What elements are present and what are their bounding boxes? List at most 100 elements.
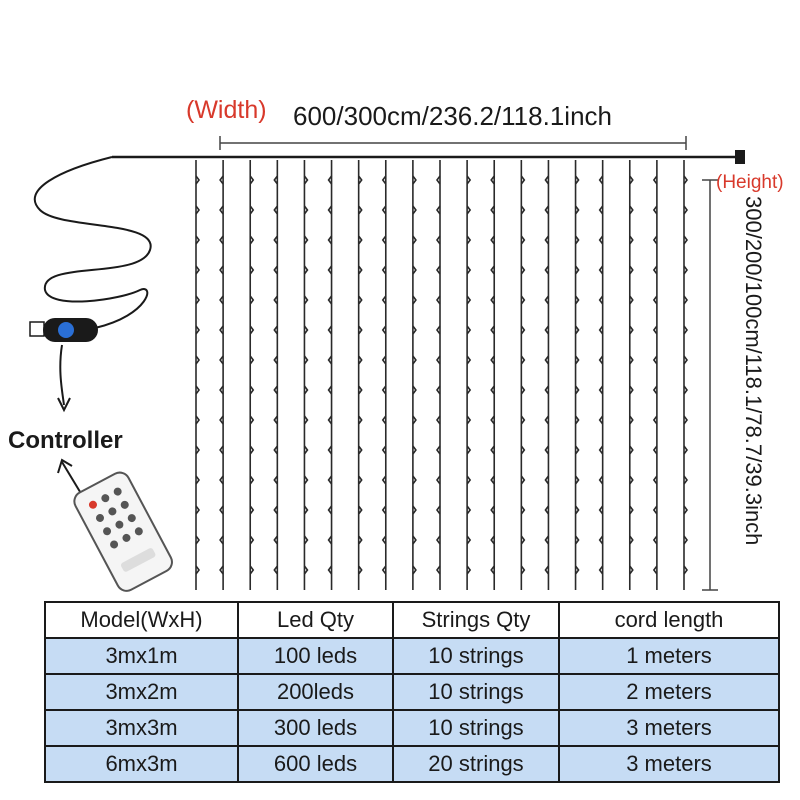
led-bulb (273, 565, 278, 575)
led-bulb (629, 415, 634, 425)
led-bulb (327, 415, 333, 425)
led-bulb (629, 325, 634, 335)
led-bulb (598, 445, 604, 455)
led-bulb (436, 265, 441, 275)
cell-led-qty: 100 leds (237, 637, 394, 675)
led-bulb (652, 205, 658, 215)
led-bulb (544, 265, 550, 275)
curtain-light-diagram (29, 136, 745, 592)
led-bulb (466, 235, 472, 245)
table-row: 3mx3m 300 leds 10 strings 3 meters (44, 709, 780, 747)
led-bulb (249, 205, 255, 215)
cell-strings-qty: 10 strings (392, 709, 560, 747)
header-model: Model(WxH) (44, 601, 239, 639)
led-bulb (327, 355, 333, 365)
power-cable (33, 156, 152, 329)
led-bulb (490, 445, 495, 455)
led-bulb (195, 175, 200, 185)
cell-model: 3mx1m (44, 637, 239, 675)
led-bulb (249, 385, 255, 395)
led-bulb (520, 325, 526, 335)
led-bulb (598, 205, 604, 215)
led-bulb (303, 535, 309, 545)
led-bulb (249, 235, 255, 245)
led-bulb (303, 325, 309, 335)
led-bulb (303, 355, 309, 365)
led-bulb (219, 175, 224, 185)
led-bulb (249, 325, 255, 335)
led-bulb (520, 535, 526, 545)
led-bulb (574, 325, 580, 335)
led-bulb (273, 475, 278, 485)
led-bulb (219, 235, 224, 245)
height-dimension-line (702, 179, 718, 591)
led-bulb (412, 205, 417, 215)
led-bulb (436, 445, 441, 455)
led-bulb (683, 445, 688, 455)
led-bulb (629, 265, 634, 275)
led-bulb (466, 205, 472, 215)
led-bulb (652, 565, 658, 575)
led-bulb (303, 415, 309, 425)
led-bulb (436, 475, 441, 485)
led-bulb (412, 355, 417, 365)
led-bulb (327, 385, 333, 395)
led-bulb (652, 535, 658, 545)
led-bulb (544, 535, 550, 545)
led-bulb (219, 475, 224, 485)
led-bulb (273, 295, 278, 305)
led-bulb (683, 415, 688, 425)
led-bulb (466, 475, 472, 485)
led-bulb (195, 565, 200, 575)
led-bulb (574, 385, 580, 395)
led-bulb (574, 355, 580, 365)
led-bulb (273, 235, 278, 245)
led-bulb (520, 415, 526, 425)
led-bulb (195, 475, 200, 485)
led-bulb (683, 325, 688, 335)
width-value: 600/300cm/236.2/118.1inch (293, 101, 612, 131)
height-value: 300/200/100cm/118.1/78.7/39.3inch (741, 196, 766, 546)
led-bulb (574, 265, 580, 275)
led-bulb (598, 295, 604, 305)
cell-cord-length: 3 meters (558, 709, 780, 747)
led-bulb (652, 355, 658, 365)
led-bulb (490, 205, 495, 215)
header-strings-qty: Strings Qty (392, 601, 560, 639)
led-bulb (652, 175, 658, 185)
led-bulb (490, 385, 495, 395)
led-bulb (412, 535, 417, 545)
led-bulb (466, 385, 472, 395)
led-bulb (327, 445, 333, 455)
led-bulb (303, 565, 309, 575)
led-bulb (358, 175, 363, 185)
led-bulb (490, 535, 495, 545)
led-bulb (381, 175, 387, 185)
led-bulb (273, 325, 278, 335)
led-bulb (249, 295, 255, 305)
led-bulb (273, 355, 278, 365)
led-bulb (381, 295, 387, 305)
led-bulb (381, 325, 387, 335)
led-bulb (381, 535, 387, 545)
led-bulb (381, 565, 387, 575)
led-bulb (381, 265, 387, 275)
led-bulb (381, 235, 387, 245)
led-bulb (683, 385, 688, 395)
cell-strings-qty: 10 strings (392, 637, 560, 675)
led-bulb (598, 355, 604, 365)
led-bulb (574, 505, 580, 515)
led-bulb (574, 475, 580, 485)
led-bulb (598, 505, 604, 515)
led-bulb (219, 565, 224, 575)
cell-model: 3mx3m (44, 709, 239, 747)
led-bulb (598, 175, 604, 185)
led-bulb (652, 475, 658, 485)
led-bulb (490, 355, 495, 365)
led-bulb (195, 505, 200, 515)
led-bulb (574, 415, 580, 425)
header-cord-length: cord length (558, 601, 780, 639)
led-bulb (303, 475, 309, 485)
led-bulb (303, 205, 309, 215)
led-bulb (303, 295, 309, 305)
